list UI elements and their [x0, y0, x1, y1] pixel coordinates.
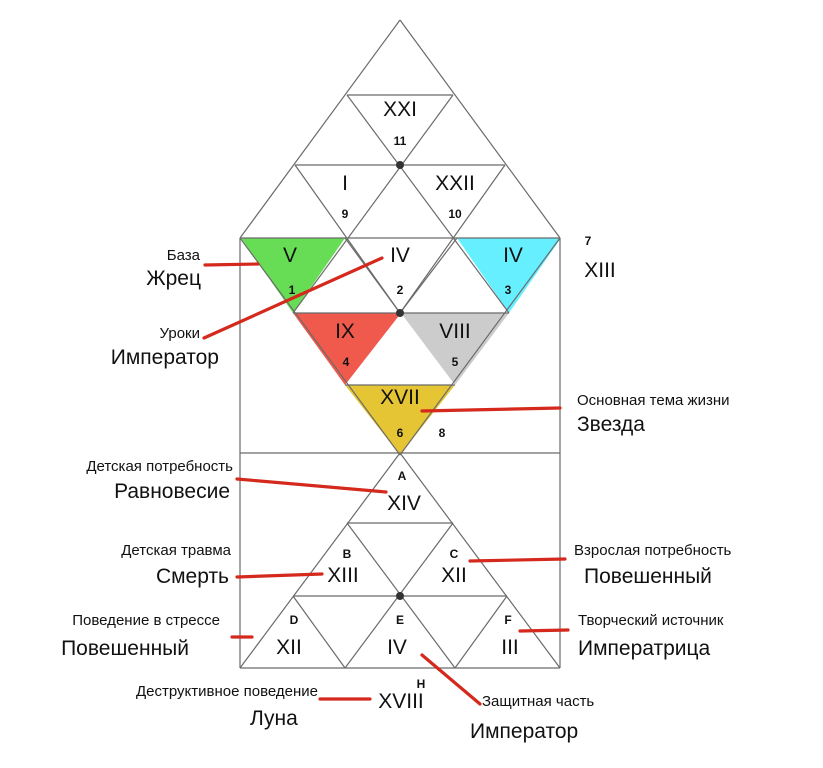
pos-1: 1: [289, 283, 296, 297]
center-dot-bottom: [396, 592, 404, 600]
triangle-xvii-yellow: [345, 385, 455, 455]
label-tema: Основная тема жизни: [577, 392, 730, 409]
label-destr: Деструктивное поведение: [136, 683, 318, 700]
label-det-potr: Детская потребность: [86, 458, 233, 475]
letter-h: H: [417, 677, 426, 691]
label-zvezda: Звезда: [577, 413, 645, 436]
pos-10: 10: [448, 207, 462, 221]
label-smert: Смерть: [156, 565, 229, 588]
label-vzr-potr: Взрослая потребность: [574, 542, 732, 559]
card-xvii: XVII: [380, 386, 420, 409]
triangle-viii-gray: [401, 313, 509, 385]
pos-7: 7: [585, 234, 592, 248]
pos-5: 5: [452, 355, 459, 369]
triangle-v-green: [241, 238, 345, 313]
label-zhrec: Жрец: [146, 267, 201, 290]
card-iv-top: IV: [390, 244, 410, 267]
center-dot-mid: [396, 309, 404, 317]
label-stress: Поведение в стрессе: [72, 612, 220, 629]
grid-lines: [239, 19, 561, 669]
label-ravnovesie: Равновесие: [114, 480, 230, 503]
card-xiii-side: XIII: [584, 259, 616, 282]
card-v: V: [283, 244, 297, 267]
card-iv-e: IV: [387, 636, 407, 659]
card-iii: III: [501, 636, 519, 659]
label-imperatrica: Императрица: [578, 637, 711, 660]
letter-f: F: [504, 613, 511, 627]
card-viii: VIII: [439, 320, 471, 343]
label-poveshennyi-2: Повешенный: [584, 565, 712, 588]
pos-4: 4: [343, 355, 350, 369]
card-xiii: XIII: [327, 564, 359, 587]
card-xiv: XIV: [387, 492, 421, 515]
pos-6: 6: [397, 426, 404, 440]
card-iv-right: IV: [503, 244, 523, 267]
label-luna: Луна: [250, 707, 298, 730]
letter-d: D: [290, 613, 299, 627]
label-poveshennyi-1: Повешенный: [61, 637, 189, 660]
pos-3: 3: [505, 283, 512, 297]
annotation-lines: [202, 256, 570, 706]
label-det-travma: Детская травма: [121, 542, 231, 559]
pos-9: 9: [342, 207, 349, 221]
pos-2: 2: [397, 283, 404, 297]
card-i: I: [342, 172, 348, 195]
card-xii-c: XII: [441, 564, 467, 587]
letter-c: C: [450, 547, 459, 561]
letter-a: A: [398, 469, 407, 483]
card-xxi: XXI: [383, 98, 417, 121]
card-xviii: XVIII: [378, 690, 424, 713]
letter-e: E: [396, 613, 404, 627]
pos-11: 11: [394, 134, 407, 148]
label-imperator-1: Император: [111, 346, 219, 369]
pos-8: 8: [439, 426, 446, 440]
letter-b: B: [343, 547, 352, 561]
card-ix: IX: [335, 320, 355, 343]
card-xxii: XXII: [435, 172, 475, 195]
label-imperator-2: Император: [470, 720, 578, 743]
center-dot-top: [396, 161, 404, 169]
triangle-iv-cyan: [457, 238, 561, 313]
label-zash: Защитная часть: [482, 693, 594, 710]
label-uroki: Уроки: [160, 325, 200, 342]
label-tvor: Творческий источник: [578, 612, 724, 629]
label-baza: База: [167, 247, 201, 264]
triangle-ix-red: [293, 313, 401, 385]
card-xii-d: XII: [276, 636, 302, 659]
